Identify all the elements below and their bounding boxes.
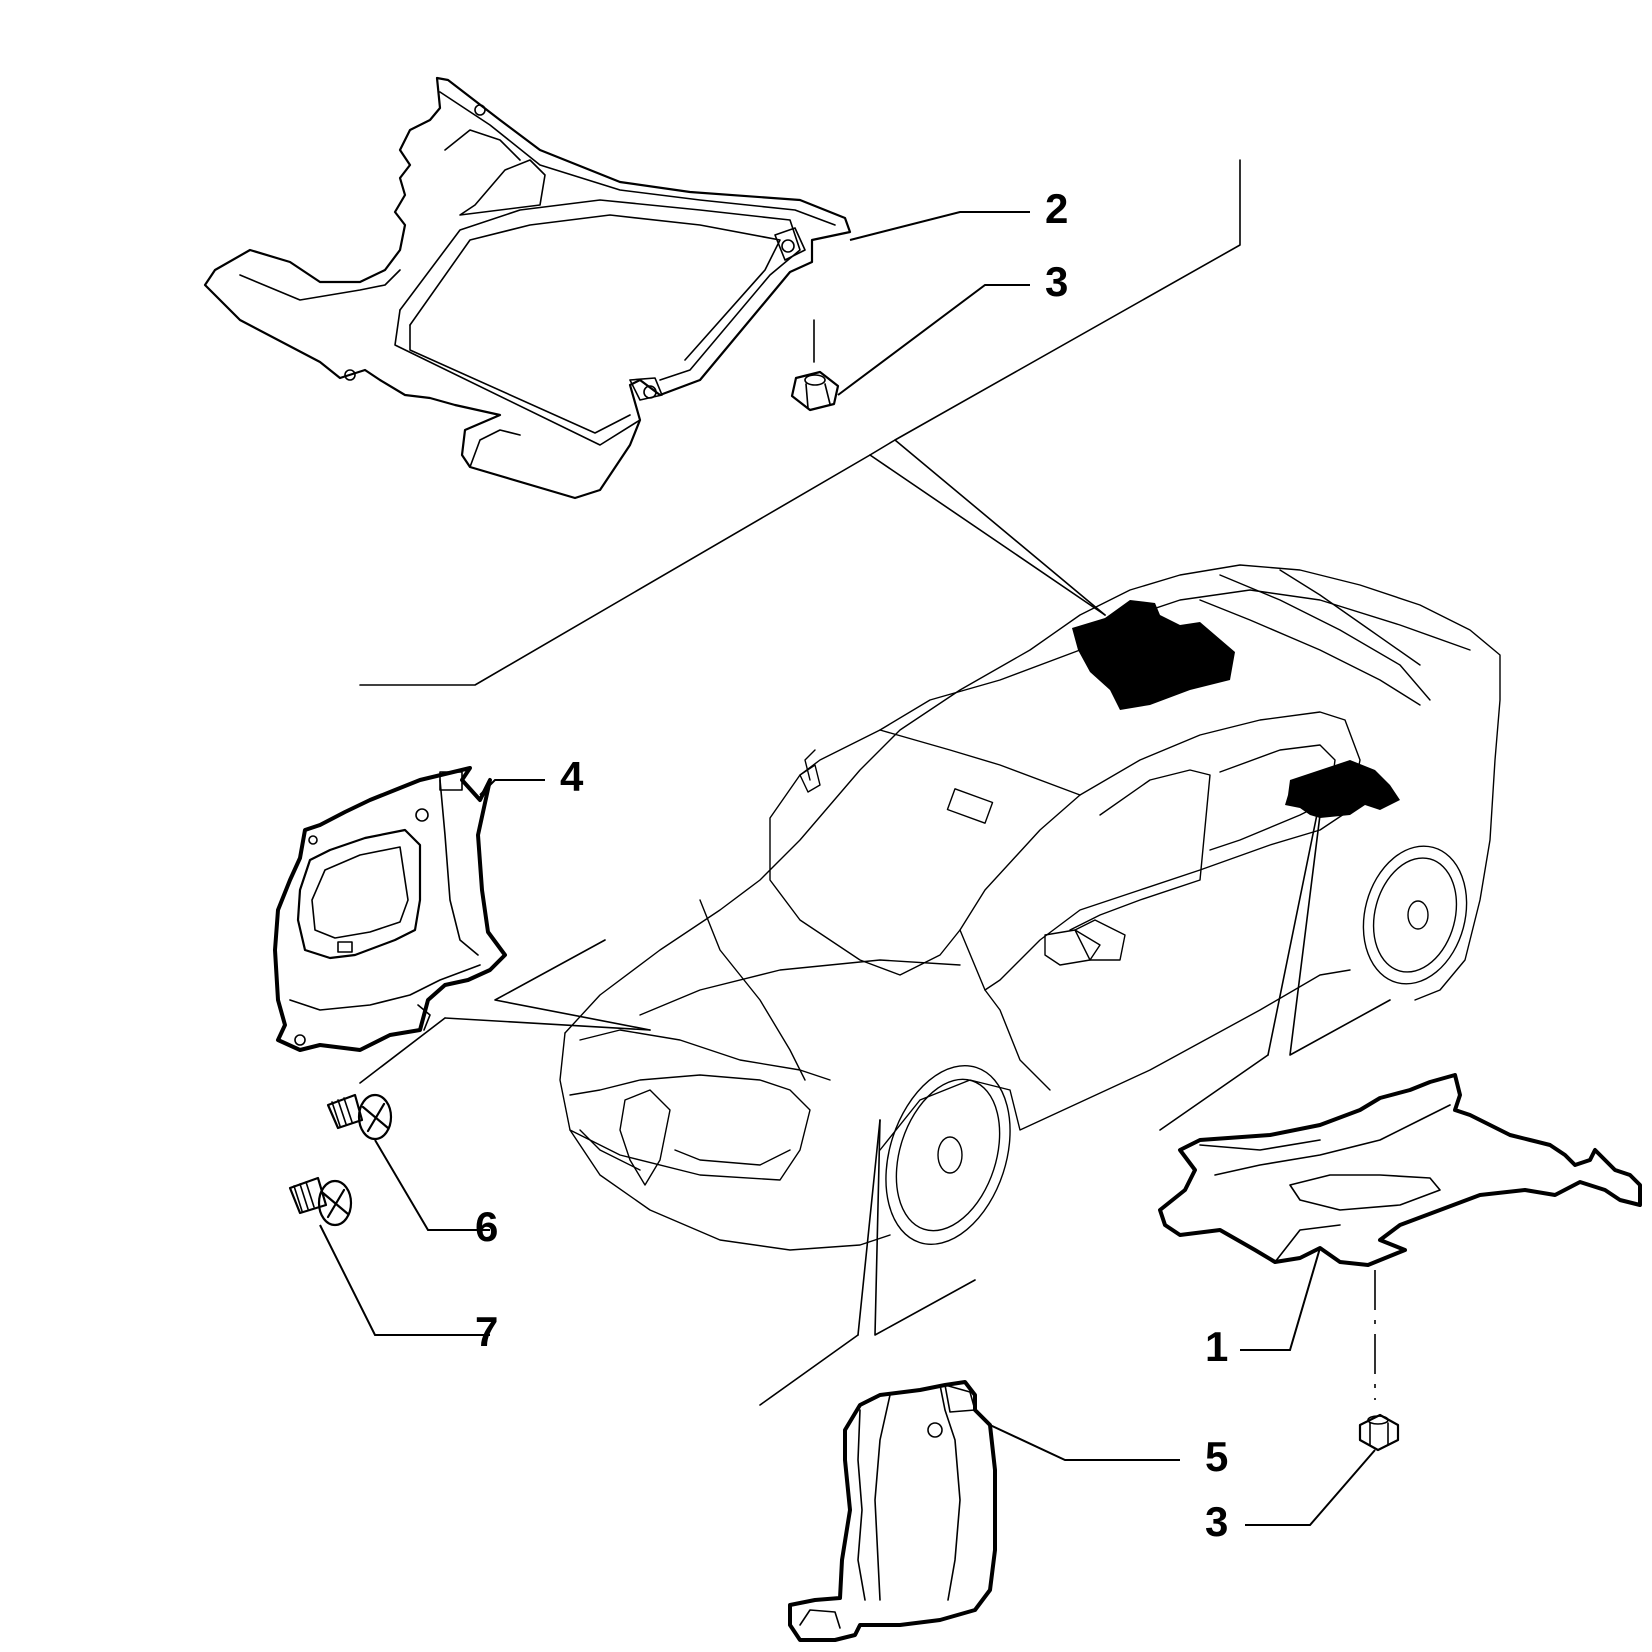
detail-frame-front (359, 939, 651, 1084)
callout-2: 2 (1045, 185, 1068, 232)
highlight-rear-shield (1285, 760, 1400, 818)
callout-3-top: 3 (1045, 258, 1068, 305)
screw-icon (288, 1176, 353, 1227)
wheelarch-shield-side (788, 1380, 997, 1642)
hex-nut-icon (1358, 1270, 1400, 1452)
callout-5: 5 (1205, 1433, 1228, 1480)
car-outline (559, 564, 1501, 1251)
leader-lines (319, 211, 1376, 1526)
callout-1: 1 (1205, 1323, 1228, 1370)
hex-nut-icon (790, 319, 840, 412)
screw-icon (326, 1093, 393, 1141)
callout-6: 6 (475, 1203, 498, 1250)
detail-frame-rear (1159, 774, 1391, 1131)
callout-labels: 2 3 4 6 7 1 5 3 (475, 185, 1228, 1545)
callout-3-bottom: 3 (1205, 1498, 1228, 1545)
highlight-center-shield (1072, 600, 1235, 710)
wheelarch-shield-front (273, 766, 507, 1052)
callout-4: 4 (560, 753, 584, 800)
detail-frame-side (759, 1119, 976, 1406)
callout-7: 7 (475, 1308, 498, 1355)
underbody-shield-center (203, 76, 852, 500)
detail-frame-top (359, 159, 1241, 686)
underbody-shield-rear (1158, 1073, 1642, 1267)
